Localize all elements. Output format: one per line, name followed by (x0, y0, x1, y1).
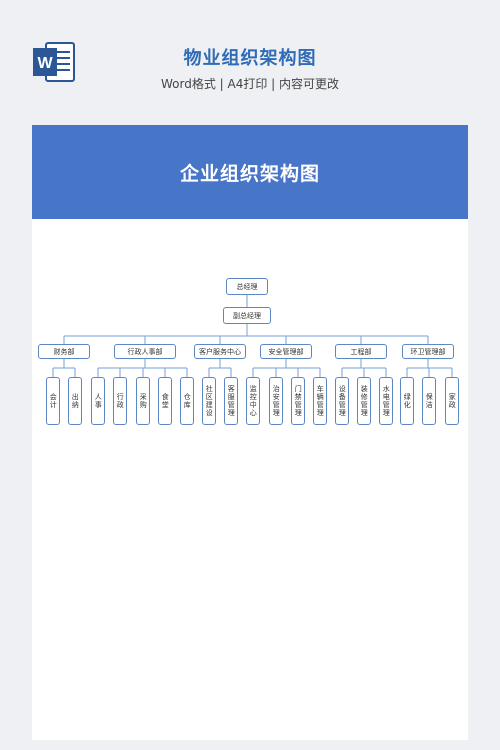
page-title: 物业组织架构图 (183, 48, 317, 69)
org-node-dept: 财务部 (38, 344, 90, 359)
org-node-unit: 监控中心 (246, 377, 260, 425)
org-node-unit: 食堂 (158, 377, 172, 425)
word-icon: W (33, 42, 75, 82)
org-node-dept: 安全管理部 (260, 344, 312, 359)
org-node-unit: 绿化 (400, 377, 414, 425)
org-node-unit: 客服管理 (224, 377, 238, 425)
org-node-unit: 仓库 (180, 377, 194, 425)
page-subtitle: Word格式 | A4打印 | 内容可更改 (160, 77, 340, 91)
org-node-deputy: 副总经理 (223, 307, 271, 324)
org-node-unit: 治安管理 (269, 377, 283, 425)
org-node-unit: 出纳 (68, 377, 82, 425)
word-icon-letter: W (37, 55, 53, 72)
banner-title: 企业组织架构图 (179, 163, 320, 185)
org-node-unit: 车辆管理 (313, 377, 327, 425)
org-node-dept: 客户服务中心 (194, 344, 246, 359)
org-node-unit: 水电管理 (379, 377, 393, 425)
org-node-unit: 家政 (445, 377, 459, 425)
org-node-unit: 采购 (136, 377, 150, 425)
org-node-unit: 门禁管理 (291, 377, 305, 425)
org-node-unit: 保洁 (422, 377, 436, 425)
header: W 物业组织架构图 Word格式 | A4打印 | 内容可更改 (0, 0, 500, 112)
document-sheet: 企业组织架构图 总经理副总经理财务部会计出纳 行政人事部人事行政采购食堂仓库 客户服… (32, 125, 468, 740)
org-node-unit: 行政 (113, 377, 127, 425)
org-node-root: 总经理 (226, 278, 268, 295)
connector-lines (52, 295, 453, 377)
org-node-unit: 会计 (46, 377, 60, 425)
org-node-unit: 装修管理 (357, 377, 371, 425)
org-node-unit: 人事 (91, 377, 105, 425)
org-node-unit: 社区建设 (202, 377, 216, 425)
org-chart: 总经理副总经理财务部会计出纳 行政人事部人事行政采购食堂仓库 客户服务中心社区建设客… (32, 125, 468, 740)
org-node-dept: 行政人事部 (114, 344, 176, 359)
org-node-unit: 设备管理 (335, 377, 349, 425)
org-node-dept: 工程部 (335, 344, 387, 359)
org-node-dept: 环卫管理部 (402, 344, 454, 359)
banner: 企业组织架构图 (32, 125, 468, 219)
